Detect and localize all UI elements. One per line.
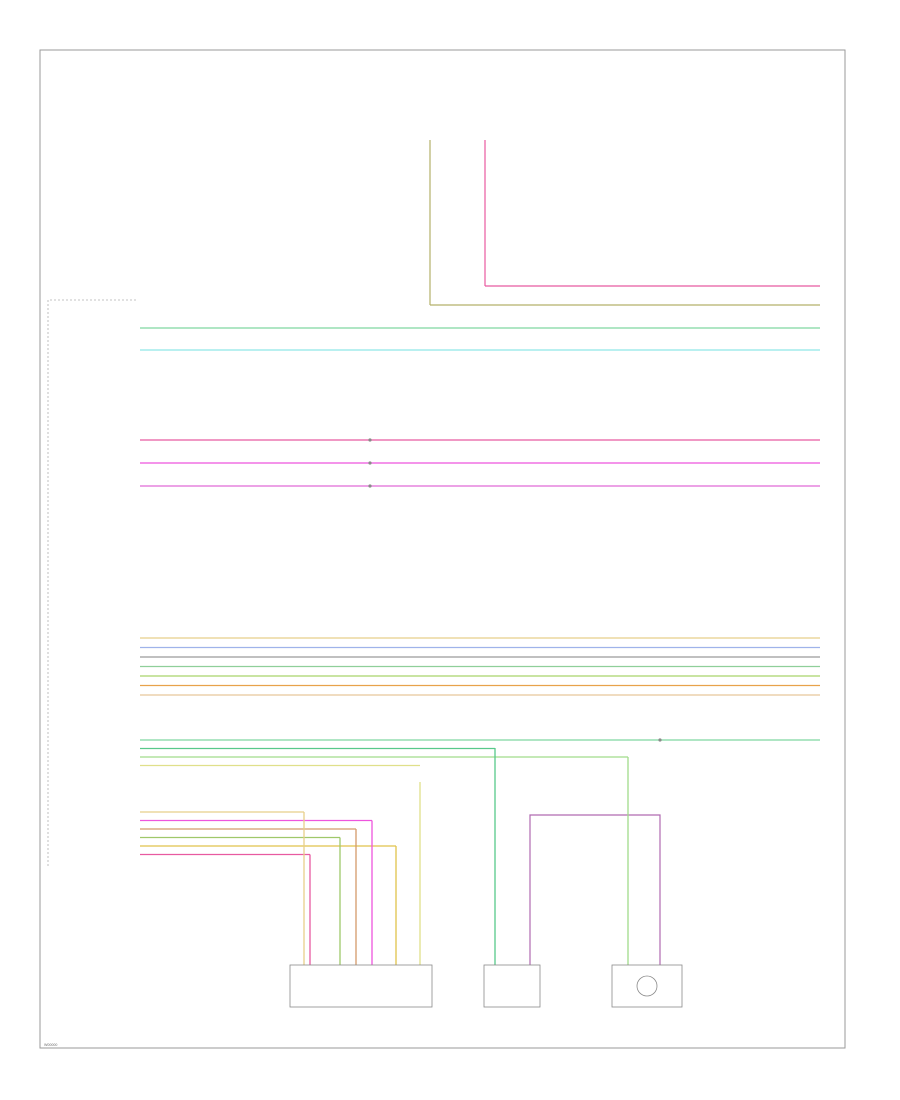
diagram-frame	[39, 49, 846, 1049]
component-output-speed-sensor	[611, 964, 683, 1008]
range-sensor-body	[289, 964, 433, 1008]
input-speed-sensor-body	[483, 964, 541, 1008]
speed-sensor-wires	[140, 739, 820, 767]
component-range-sensor	[289, 964, 433, 1008]
speed-sensor-ground-loop	[529, 814, 661, 965]
diagram-id: W00000	[44, 1043, 57, 1047]
top-connector-right	[484, 140, 820, 287]
solenoid-splice-0	[368, 438, 372, 442]
top-connector-left	[429, 140, 820, 306]
tcm-outline	[47, 299, 136, 868]
sensor-splice	[658, 738, 662, 742]
component-input-speed-sensor	[483, 964, 541, 1008]
output-speed-sensor-body	[611, 964, 683, 1008]
solenoid-splice-1	[368, 461, 372, 465]
range-sensor-wires	[140, 811, 396, 856]
solenoid-splice-2	[368, 484, 372, 488]
output-speed-sensor-coil	[636, 975, 658, 997]
pressure-switch-wires	[140, 637, 820, 696]
solenoid-wires	[140, 438, 820, 488]
component-drops	[303, 738, 662, 965]
can-bus-wires	[140, 327, 820, 351]
